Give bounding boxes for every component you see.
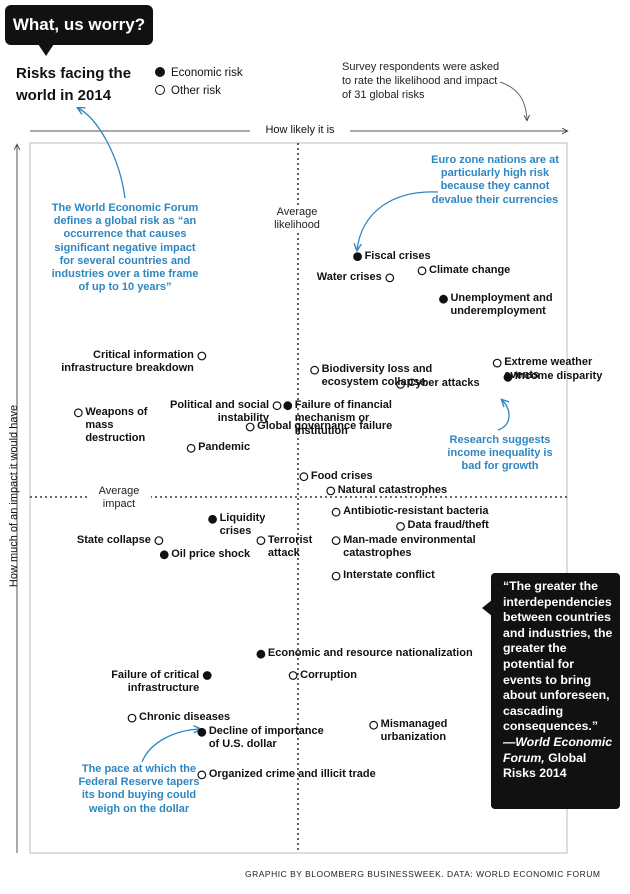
point-label-data-fraud-theft: Data fraud/theft	[407, 519, 489, 532]
point-label-pandemic: Pandemic	[198, 441, 251, 454]
point-organized-crime-and-illicit-trade	[197, 770, 207, 780]
quote-publication: Global Risks 2014	[503, 750, 587, 781]
point-climate-change	[417, 266, 427, 276]
point-label-state-collapse: State collapse	[76, 533, 151, 546]
point-label-food-crises: Food crises	[310, 469, 373, 482]
point-political-and-social-instability	[272, 401, 282, 411]
point-data-fraud-theft	[396, 522, 405, 531]
point-label-critical-information-infrastructure-breakdown: Critical information infrastructure brea…	[61, 349, 194, 374]
point-label-income-disparity: Income disparity	[514, 370, 603, 383]
point-label-unemployment-and-underemployment: Unemployment and underemployment	[450, 292, 553, 318]
point-failure-of-financial-mechanism-or-institution	[283, 401, 293, 411]
definition-arrow	[78, 108, 126, 199]
point-economic-and-resource-nationalization	[256, 649, 266, 659]
legend-economic-label: Economic risk	[171, 67, 243, 79]
point-label-water-crises: Water crises	[316, 270, 382, 283]
point-label-failure-of-financial-mechanism-or-institution: Failure of financial mechanism or instit…	[294, 398, 392, 437]
fed-arrow	[141, 729, 200, 763]
point-label-political-and-social-instability: Political and social instability	[169, 398, 270, 424]
point-label-fiscal-crises: Fiscal crises	[364, 249, 431, 262]
point-failure-of-critical-infrastructure	[202, 671, 212, 680]
point-label-cyber-attacks: Cyber attacks	[407, 377, 480, 390]
point-label-organized-crime-and-illicit-trade: Organized crime and illicit trade	[208, 767, 376, 780]
legend-other: Other risk	[155, 85, 221, 97]
point-cyber-attacks	[396, 380, 405, 389]
point-label-decline-of-importance-of-u-s-dollar: Decline of importance of U.S. dollar	[208, 725, 324, 751]
point-terrorist-attack	[256, 536, 266, 545]
point-decline-of-importance-of-u-s-dollar	[197, 727, 207, 737]
bubble-tail	[38, 44, 54, 56]
point-label-biodiversity-loss-and-ecosystem-collapse: Biodiversity loss and ecosystem collapse	[321, 363, 433, 389]
point-label-global-governance-failure: Global governance failure	[257, 420, 393, 432]
x-axis-label: How likely it is	[250, 124, 350, 136]
point-state-collapse	[154, 536, 164, 545]
point-income-disparity	[503, 372, 513, 382]
point-corruption	[288, 671, 298, 680]
point-fiscal-crises	[353, 252, 362, 262]
point-antibiotic-resistant-bacteria	[331, 507, 341, 517]
point-chronic-diseases	[127, 713, 137, 723]
point-oil-price-shock	[159, 550, 169, 560]
point-label-chronic-diseases: Chronic diseases	[139, 711, 231, 724]
point-critical-information-infrastructure-breakdown	[197, 351, 207, 361]
point-unemployment-and-underemployment	[439, 294, 448, 304]
point-man-made-environmental-catastrophes	[331, 536, 341, 545]
point-label-interstate-conflict: Interstate conflict	[343, 569, 435, 582]
other-risk-dot-icon	[155, 85, 165, 95]
quote-attribution: —World Economic Forum,	[503, 734, 613, 765]
point-global-governance-failure	[245, 422, 255, 432]
point-label-antibiotic-resistant-bacteria: Antibiotic-resistant bacteria	[343, 505, 489, 518]
legend-economic: Economic risk	[155, 67, 243, 79]
point-label-man-made-environmental-catastrophes: Man-made environmental catastrophes	[343, 533, 476, 559]
title-bubble: What, us worry?	[5, 5, 153, 45]
point-liquidity-crises	[208, 514, 217, 524]
point-label-mismanaged-urbanization: Mismanaged urbanization	[380, 718, 448, 744]
point-label-failure-of-critical-infrastructure: Failure of critical infrastructure	[111, 668, 200, 694]
point-natural-catastrophes	[326, 486, 336, 496]
point-label-extreme-weather-events: Extreme weather events	[504, 356, 593, 382]
chart-title: Risks facing the world in 2014	[16, 65, 132, 104]
point-label-oil-price-shock: Oil price shock	[171, 547, 251, 560]
point-label-terrorist-attack: Terrorist attack	[267, 533, 313, 559]
eurozone-note: Euro zone nations are at particularly hi…	[431, 154, 559, 206]
point-label-natural-catastrophes: Natural catastrophes	[337, 483, 448, 496]
point-food-crises	[299, 472, 309, 482]
point-weapons-of-mass-destruction	[73, 408, 83, 418]
point-label-climate-change: Climate change	[429, 263, 511, 276]
point-water-crises	[385, 273, 395, 283]
quote-text: “The greater the interdependencies betwe…	[503, 579, 613, 734]
point-label-weapons-of-mass-destruction: Weapons of mass destruction	[85, 405, 148, 444]
average-impact-label: Average impact	[87, 485, 151, 511]
fed-note: The pace at which the Federal Reserve ta…	[78, 763, 200, 815]
point-pandemic	[186, 443, 196, 453]
point-interstate-conflict	[331, 571, 341, 581]
definition-note: The World Economic Forum defines a globa…	[51, 202, 199, 294]
economic-risk-dot-icon	[155, 67, 165, 77]
quote-tail	[482, 600, 492, 616]
quote-box: “The greater the interdependencies betwe…	[491, 573, 620, 809]
point-label-corruption: Corruption	[300, 668, 357, 681]
average-likelihood-label: Average likelihood	[262, 206, 332, 232]
legend-other-label: Other risk	[171, 85, 221, 97]
point-label-liquidity-crises: Liquidity crises	[219, 512, 266, 538]
point-label-economic-and-resource-nationalization: Economic and resource nationalization	[267, 647, 473, 660]
survey-note-arrow	[499, 81, 527, 120]
eurozone-arrow	[357, 191, 439, 250]
survey-note: Survey respondents were asked to rate th…	[342, 61, 500, 101]
y-axis-label: How much of an impact it would have	[8, 404, 20, 588]
point-extreme-weather-events	[492, 358, 502, 368]
source-credit: GRAPHIC BY BLOOMBERG BUSINESSWEEK. DATA:…	[245, 869, 601, 879]
point-biodiversity-loss-and-ecosystem-collapse	[310, 365, 320, 375]
inequality-arrow	[497, 400, 510, 431]
bubble-text: What, us worry?	[12, 15, 146, 34]
inequality-note: Research suggests income inequality is b…	[447, 434, 553, 473]
point-mismanaged-urbanization	[369, 720, 379, 730]
